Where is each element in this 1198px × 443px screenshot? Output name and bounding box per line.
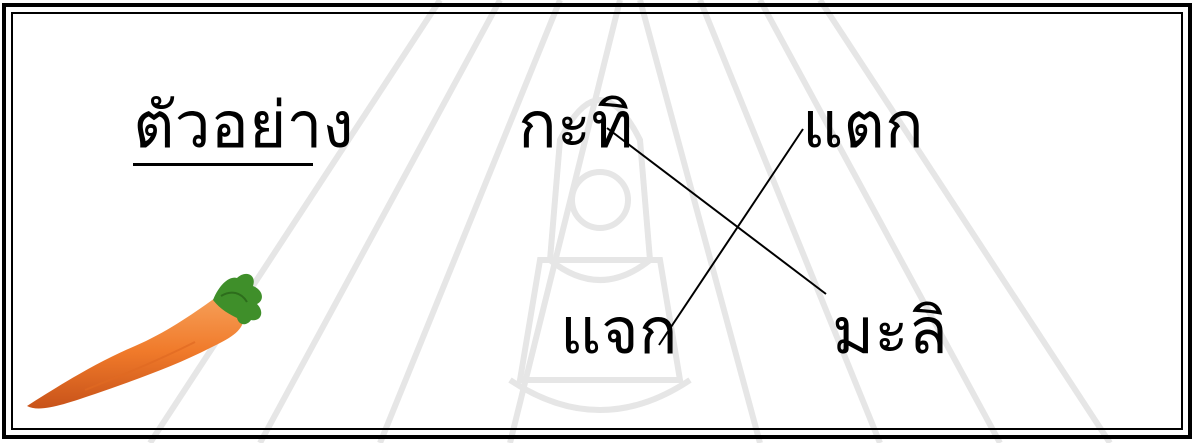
match-line-2	[659, 129, 803, 345]
match-line-1	[607, 128, 826, 294]
carrot-image	[25, 268, 275, 418]
